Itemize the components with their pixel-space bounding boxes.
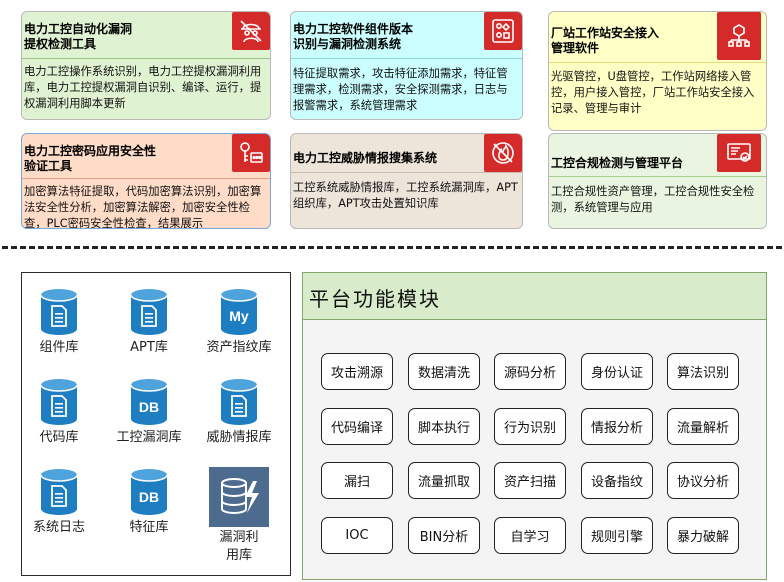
module-button[interactable]: 暴力破解 [667,517,739,554]
module-button[interactable]: 漏扫 [321,462,393,499]
module-button[interactable]: 自学习 [494,517,566,554]
card-title: 电力工控威胁情报搜集系统 [293,151,438,165]
database-icon: DB [104,377,194,427]
database-label: 组件库 [39,340,79,355]
card-component-version-detection: 电力工控软件组件版本识别与漏洞检测系统 特征提取需求，攻击特征添加需求，特征管理… [290,11,523,120]
database-item: 组件库 [14,287,104,357]
card-crypto-security-tool: 电力工控密码应用安全性验证工具 加密算法特征提取，代码加密算法识别，加密算法安全… [21,133,271,229]
exploit-db-icon [194,467,284,527]
database-item: 代码库 [14,377,104,447]
database-icon [104,287,194,337]
hacker-icon [232,12,270,50]
card-compliance-platform: 工控合规检测与管理平台 工控合规性资产管理，工控合规性安全检测，系统管理与应用 [548,133,767,229]
database-item: APT库 [104,287,194,357]
module-button[interactable]: 设备指纹 [581,462,653,499]
module-button[interactable]: 数据清洗 [408,353,480,390]
module-button[interactable]: 代码编译 [321,408,393,445]
card-auto-vuln-escalation-tool: 电力工控自动化漏洞提权检测工具 电力工控操作系统识别，电力工控提权漏洞利用库，电… [21,11,271,120]
svg-text:My: My [229,308,249,324]
card-body: 特征提取需求，攻击特征添加需求，特征管理需求，检测需求，安全探测需求，日志与报警… [293,67,508,112]
card-title: 电力工控自动化漏洞提权检测工具 [24,22,133,51]
database-icon: My [194,287,284,337]
database-item: DB 特征库 [104,467,194,537]
module-button[interactable]: 源码分析 [494,353,566,390]
database-icon: DB [104,467,194,517]
component-icon [484,12,522,50]
database-icon [14,467,104,517]
module-button[interactable]: BIN分析 [408,517,480,554]
module-button[interactable]: 流量解析 [667,408,739,445]
network-icon [717,12,761,60]
database-icon [194,377,284,427]
svg-text:DB: DB [139,399,159,415]
database-item: My 资产指纹库 [194,287,284,357]
card-body: 光驱管控，U盘管控，工作站网络接入管控，用户接入管控，厂站工作站安全接入记录、管… [551,70,755,115]
platform-header: 平台功能模块 [303,273,766,320]
module-button[interactable]: 算法识别 [667,353,739,390]
database-label: 代码库 [39,430,79,445]
module-button[interactable]: 攻击溯源 [321,353,393,390]
section-divider [2,246,782,249]
database-label: 系统日志 [32,520,85,535]
module-button[interactable]: 行为识别 [494,408,566,445]
certificate-icon [717,134,761,172]
database-label: 工控漏洞库 [116,430,182,445]
card-title: 厂站工作站安全接入管理软件 [551,26,660,55]
database-label: APT库 [130,340,168,355]
card-title: 电力工控软件组件版本识别与漏洞检测系统 [293,22,414,51]
database-label: 特征库 [129,520,169,535]
database-item: 系统日志 [14,467,104,537]
card-title: 电力工控密码应用安全性验证工具 [24,144,157,173]
card-threat-intel-collection: 电力工控威胁情报搜集系统 工控系统威胁情报库，工控系统漏洞库，APT组织库，AP… [290,133,523,229]
database-item: 漏洞利 用库 [194,467,284,565]
database-icon [14,287,104,337]
module-button[interactable]: IOC [321,517,393,554]
card-body: 工控合规性资产管理，工控合规性安全检测，系统管理与应用 [551,185,755,214]
database-label: 漏洞利 用库 [219,530,259,563]
database-item: DB 工控漏洞库 [104,377,194,447]
module-button[interactable]: 流量抓取 [408,462,480,499]
card-body: 电力工控操作系统识别，电力工控提权漏洞利用库，电力工控提权漏洞自识别、编译、运行… [24,65,262,110]
database-icon [14,377,104,427]
module-button[interactable]: 资产扫描 [494,462,566,499]
card-title: 工控合规检测与管理平台 [551,156,684,170]
threat-icon [484,134,522,172]
card-body: 加密算法特征提取，代码加密算法识别，加密算法安全性分析，加密算法解密，加密安全性… [24,185,262,229]
module-button[interactable]: 脚本执行 [408,408,480,445]
database-label: 威胁情报库 [206,430,272,445]
module-button[interactable]: 情报分析 [581,408,653,445]
module-button[interactable]: 协议分析 [667,462,739,499]
database-panel: 组件库 APT库 My 资产指纹库代码库 DB 工控漏洞库 威胁情报库系统日志 DB 特征库漏洞… [21,272,291,576]
module-button[interactable]: 规则引擎 [581,517,653,554]
database-label: 资产指纹库 [206,340,272,355]
card-station-access-management: 厂站工作站安全接入管理软件 光驱管控，U盘管控，工作站网络接入管控，用户接入管控… [548,11,767,131]
platform-modules-panel: 平台功能模块 攻击溯源数据清洗源码分析身份认证算法识别代码编译脚本执行行为识别情… [302,272,767,580]
module-button[interactable]: 身份认证 [581,353,653,390]
key-icon [232,134,270,172]
card-body: 工控系统威胁情报库，工控系统漏洞库，APT组织库，APT攻击处置知识库 [293,181,518,210]
database-item: 威胁情报库 [194,377,284,447]
svg-text:DB: DB [139,489,159,505]
platform-title: 平台功能模块 [309,287,441,311]
